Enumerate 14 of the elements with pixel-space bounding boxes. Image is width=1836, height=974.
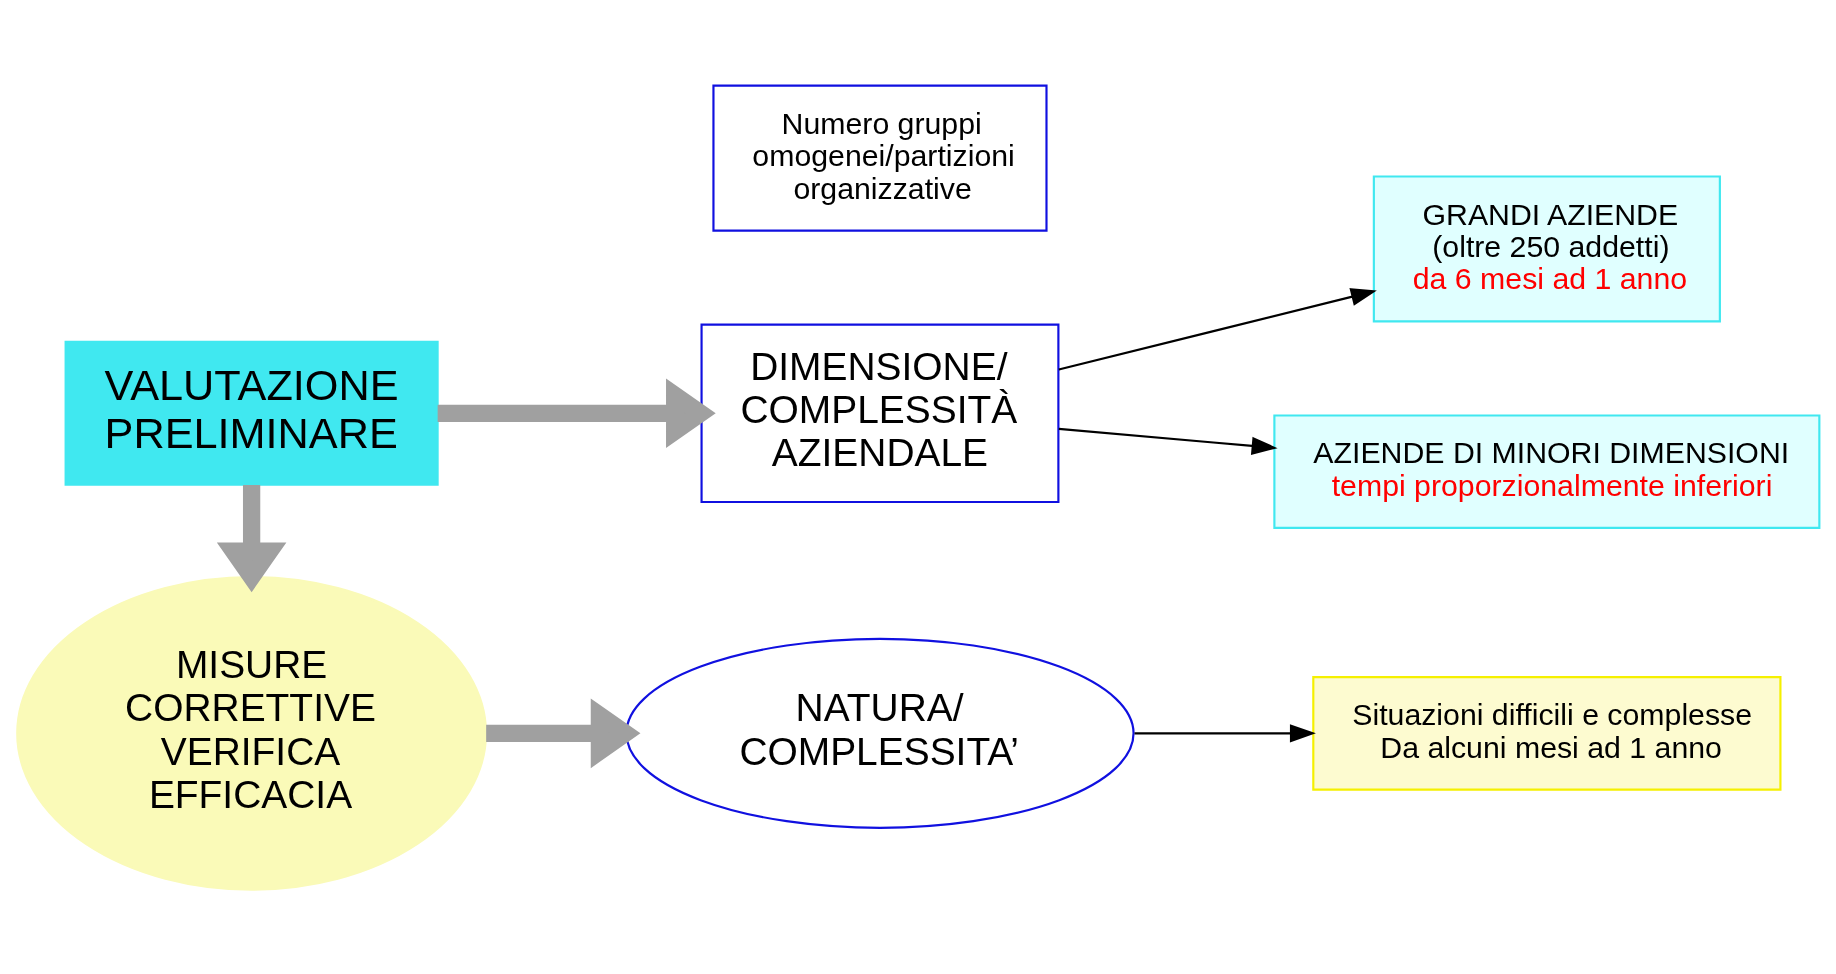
- node-box: DIMENSIONE/ COMPLESSITÀ AZIENDALE: [699, 323, 1059, 503]
- node-box: Numero gruppi omogenei/partizioni organizzative: [711, 84, 1048, 232]
- arrow: [1134, 723, 1316, 742]
- node-ellipse: MISURE CORRETTIVE VERIFICA EFFICACIA: [15, 575, 487, 891]
- arrow: [437, 378, 716, 448]
- node-box: AZIENDE DI MINORI DIMENSIONI tempi proporzionalmente inferiori: [1272, 413, 1820, 529]
- arrow: [485, 698, 640, 768]
- arrow: [1058, 427, 1278, 455]
- node-ellipse: NATURA/ COMPLESSITA’: [624, 637, 1135, 829]
- node-box: Situazioni difficili e complesse Da alcuni mesi ad 1 anno: [1311, 675, 1781, 791]
- arrow: [216, 484, 286, 592]
- node-box: GRANDI AZIENDE (oltre 250 addetti) da 6 mesi ad 1 anno: [1372, 174, 1721, 322]
- arrow: [1058, 287, 1377, 370]
- node-box: VALUTAZIONE PRELIMINARE: [64, 340, 439, 486]
